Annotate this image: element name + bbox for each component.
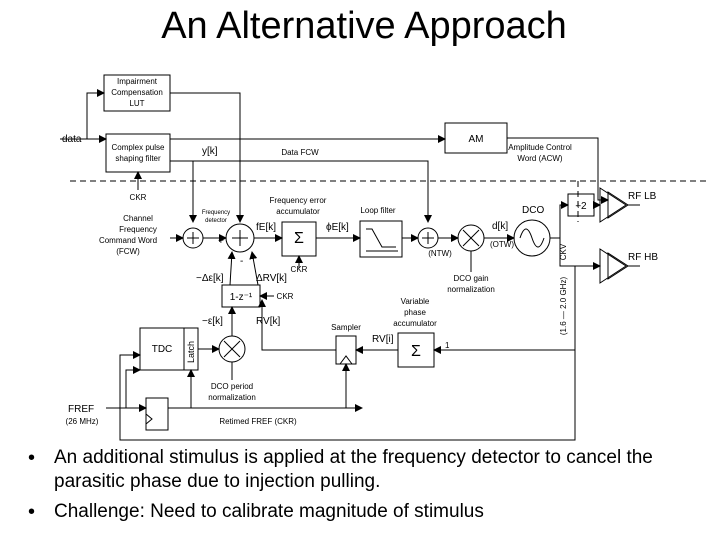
- acw-label-line2: Word (ACW): [517, 154, 563, 163]
- bullet-item: • Challenge: Need to calibrate magnitude …: [26, 500, 716, 524]
- fcw-label-line3: Command Word: [99, 236, 157, 245]
- plus-label: +: [218, 236, 224, 247]
- otw-label: (OTW): [490, 240, 514, 249]
- loop-filter-box: [359, 220, 403, 258]
- dco-period-label-line1: DCO period: [211, 382, 253, 391]
- data-fcw-label: Data FCW: [281, 148, 319, 157]
- dco-gain-label-line1: DCO gain: [453, 274, 488, 283]
- bullet-list: • An additional stimulus is applied at th…: [26, 446, 716, 530]
- wire-ckv-to-tdc: [119, 350, 576, 441]
- rv-label: RV[k]: [256, 316, 280, 327]
- pulse-shaping-box: [105, 133, 171, 173]
- rf-hb-label: RF HB: [628, 252, 658, 263]
- slide-title: An Alternative Approach: [161, 5, 567, 47]
- fe-accum-label-line2: accumulator: [276, 207, 320, 216]
- lut-label-line1: Impairment: [117, 77, 158, 86]
- wire-data-fcw: [170, 160, 432, 223]
- pulse-label-line2: shaping filter: [115, 154, 161, 163]
- lut-label-line3: LUT: [129, 99, 144, 108]
- ntw-label: (NTW): [428, 249, 452, 258]
- var-phase-label-line1: Variable: [401, 297, 430, 306]
- ckv-label: CKV: [559, 243, 568, 260]
- am-label: AM: [469, 134, 484, 145]
- delta-rv-label: ΔRV[k]: [256, 273, 287, 284]
- retimed-fref-label: Retimed FREF (CKR): [219, 417, 297, 426]
- loop-filter-response: [366, 228, 396, 248]
- freq-detector-label-line2: detector: [205, 218, 227, 224]
- eps-label: −ε[k]: [202, 316, 223, 327]
- fcw-label-line4: (FCW): [116, 247, 140, 256]
- pulse-label-line1: Complex pulse: [112, 143, 165, 152]
- ckr-top-label: CKR: [130, 193, 147, 202]
- bullet-dot: •: [28, 447, 36, 469]
- bullet-item: • An additional stimulus is applied at th…: [26, 446, 716, 494]
- bullet-dot: •: [28, 501, 36, 523]
- bullet-text: An additional stimulus is applied at the…: [54, 447, 653, 492]
- dco-label: DCO: [522, 205, 544, 216]
- wire-dco-to-divider: [550, 201, 569, 239]
- wire-ckv-feedback: [440, 265, 576, 351]
- wire-drv: [249, 251, 259, 286]
- pa-lb-triangle: [599, 187, 627, 223]
- freq-range-label: (1.6 — 2.0 GHz): [559, 277, 568, 336]
- y-label: y[k]: [202, 146, 218, 157]
- retiming-flipflop-box: [145, 397, 169, 431]
- divider-label: ÷2: [575, 201, 586, 212]
- sampler-label: Sampler: [331, 323, 361, 332]
- data-label: data: [62, 134, 82, 145]
- var-phase-label-line3: accumulator: [393, 319, 437, 328]
- fref-label: FREF: [68, 404, 94, 415]
- tdc-label: TDC: [152, 344, 173, 355]
- wire-deps: [227, 251, 236, 286]
- sigma-rv-symbol: Σ: [411, 343, 421, 360]
- bullet-text: Challenge: Need to calibrate magnitude o…: [54, 501, 484, 522]
- wire-acw: [507, 137, 609, 204]
- dco-gain-label-line2: normalization: [447, 285, 495, 294]
- wire-lut-to-detector: [170, 92, 244, 223]
- delta-eps-label: −Δε[k]: [196, 273, 224, 284]
- fcw-label-line1: Channel: [123, 214, 153, 223]
- wire-data-to-lut: [86, 89, 105, 139]
- phi-label: ϕE[k]: [326, 222, 349, 233]
- acw-label-line1: Amplitude Control: [508, 143, 572, 152]
- wire-sampler-to-rv: [258, 299, 336, 351]
- minus-label: -: [240, 256, 243, 267]
- ckr-diff-label: CKR: [277, 292, 294, 301]
- one-label: 1: [445, 341, 450, 350]
- rvi-label: RV[i]: [372, 334, 394, 345]
- var-phase-label-line2: phase: [404, 308, 426, 317]
- ckr-mid-label: CKR: [291, 265, 308, 274]
- pa-hb-triangle: [599, 248, 627, 284]
- fe-accum-label-line1: Frequency error: [270, 196, 327, 205]
- fcw-label-line2: Frequency: [119, 225, 157, 234]
- dco-period-label-line2: normalization: [208, 393, 256, 402]
- latch-label: Latch: [186, 341, 196, 363]
- sampler-box: [335, 335, 357, 365]
- diff-label: 1-z⁻¹: [230, 292, 253, 303]
- freq-detector-label-line1: Frequency: [202, 210, 230, 216]
- dk-label: d[k]: [492, 221, 508, 232]
- wire-fref-to-tdc: [125, 366, 141, 408]
- rf-lb-label: RF LB: [628, 191, 657, 202]
- lut-label-line2: Compensation: [111, 88, 163, 97]
- loop-filter-label: Loop filter: [360, 206, 395, 215]
- fref-freq-label: (26 MHz): [66, 417, 99, 426]
- fe-label: fE[k]: [256, 222, 276, 233]
- sigma-fe-symbol: Σ: [294, 230, 304, 247]
